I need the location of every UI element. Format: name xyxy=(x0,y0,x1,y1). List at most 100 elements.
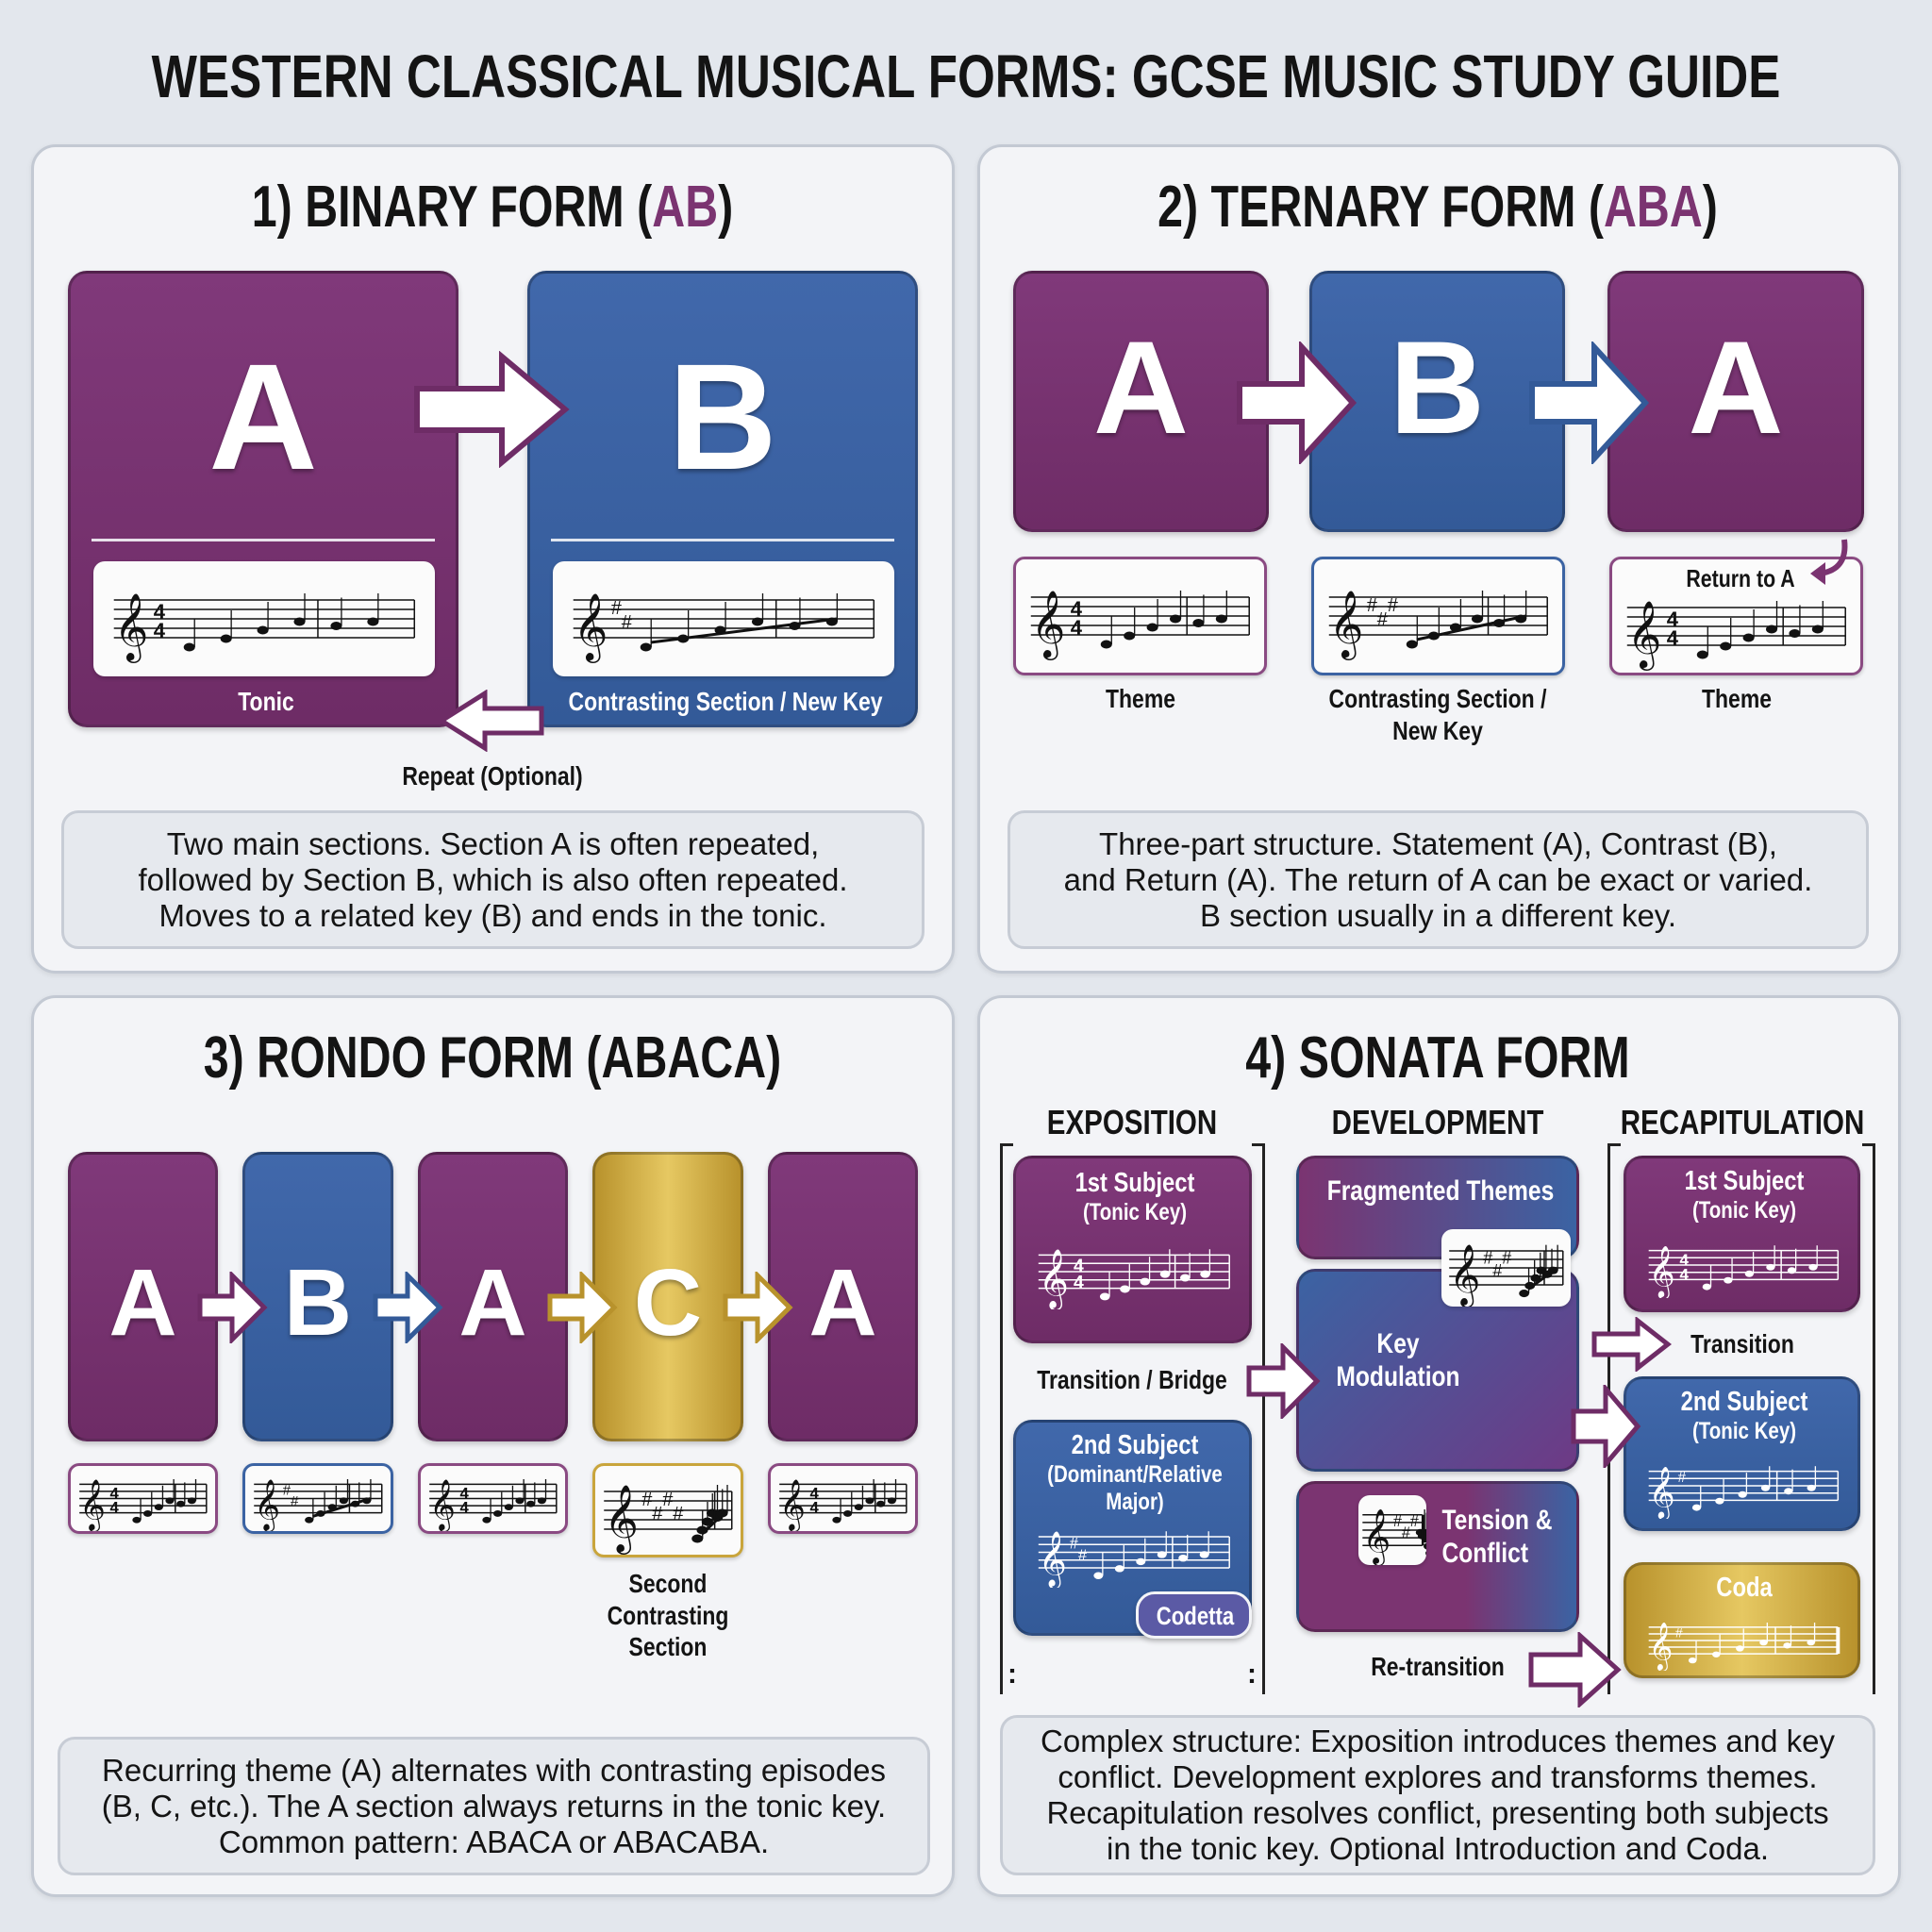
section-letter: B xyxy=(668,332,777,501)
staff-notation-graphic: 𝄞44 xyxy=(1648,1245,1840,1299)
arrow-right-icon xyxy=(547,1272,618,1343)
svg-text:𝄞: 𝄞 xyxy=(779,1479,806,1531)
staff-notation-graphic: 𝄞44 xyxy=(79,1479,208,1533)
staff-notation-graphic: 𝄞## xyxy=(574,591,875,663)
svg-text:4: 4 xyxy=(1667,626,1679,650)
ternary-description: Three-part structure. Statement (A), Con… xyxy=(1008,810,1869,949)
svg-text:4: 4 xyxy=(460,1499,470,1517)
svg-text:4: 4 xyxy=(1071,597,1083,621)
arrow-right-icon xyxy=(1528,1632,1622,1707)
svg-text:#: # xyxy=(1367,595,1378,616)
svg-text:4: 4 xyxy=(460,1485,470,1503)
arrow-right-icon xyxy=(723,1272,793,1343)
svg-text:#: # xyxy=(662,1490,674,1510)
section-c-box: C xyxy=(592,1152,743,1441)
staff-notation-graphic: 𝄞### xyxy=(1362,1508,1436,1567)
repeat-bracket xyxy=(1000,1143,1265,1694)
music-staff-icon: 𝄞## xyxy=(1025,1517,1242,1589)
staff-notation-graphic: 𝄞44 xyxy=(1626,599,1846,671)
svg-text:#: # xyxy=(1377,609,1389,630)
repeat-sign-start: : xyxy=(1008,1658,1017,1690)
svg-text:#: # xyxy=(1410,1513,1419,1530)
svg-text:#: # xyxy=(1483,1248,1492,1267)
svg-text:𝄞: 𝄞 xyxy=(1031,589,1066,660)
staff-notation-graphic: 𝄞### xyxy=(1449,1244,1564,1307)
page-title: WESTERN CLASSICAL MUSICAL FORMS: GCSE MU… xyxy=(151,42,1781,110)
svg-text:4: 4 xyxy=(110,1485,120,1503)
section-b-box: B 𝄞## Contrasting Section / New Key xyxy=(527,271,918,727)
svg-text:𝄞: 𝄞 xyxy=(254,1479,280,1531)
music-staff-icon: 𝄞## xyxy=(553,561,894,676)
staff-notation-graphic: 𝄞### xyxy=(1328,589,1548,660)
section-label: Theme xyxy=(1701,684,1773,713)
svg-text:𝄞: 𝄞 xyxy=(1649,1245,1675,1298)
development-heading: DEVELOPMENT xyxy=(1331,1103,1544,1141)
return-to-a-label: Return to A xyxy=(1686,564,1795,592)
svg-text:4: 4 xyxy=(1071,616,1083,640)
music-staff-icon: 𝄞## xyxy=(242,1463,393,1534)
arrow-right-icon xyxy=(414,351,570,468)
section-label: Contrasting Section / New Key xyxy=(568,687,883,716)
section-label: Tonic xyxy=(238,687,294,716)
svg-text:𝄞: 𝄞 xyxy=(1039,1248,1069,1309)
svg-text:#: # xyxy=(1677,1470,1686,1486)
svg-text:4: 4 xyxy=(154,619,166,642)
music-staff-icon: 𝄞### xyxy=(1311,557,1565,675)
svg-text:4: 4 xyxy=(1667,608,1679,631)
binary-description: Two main sections. Section A is often re… xyxy=(61,810,924,949)
staff-notation-graphic: 𝄞44 xyxy=(429,1479,558,1533)
section-a-box: A xyxy=(768,1152,918,1441)
arrow-right-icon xyxy=(1237,341,1357,464)
svg-text:𝄞: 𝄞 xyxy=(1362,1508,1391,1565)
section-b-box: B xyxy=(242,1152,393,1441)
music-staff-icon: 𝄞### xyxy=(1358,1495,1436,1567)
repeat-arrow-icon xyxy=(438,690,544,752)
transition-label: Transition xyxy=(1690,1329,1794,1358)
staff-notation-graphic: 𝄞44 xyxy=(779,1479,908,1533)
svg-text:𝄞: 𝄞 xyxy=(1627,599,1662,671)
svg-text:#: # xyxy=(283,1483,291,1499)
svg-text:𝄞: 𝄞 xyxy=(574,591,608,663)
svg-text:#: # xyxy=(641,1490,653,1510)
arrow-right-icon xyxy=(1591,1317,1672,1372)
svg-text:#: # xyxy=(1492,1261,1502,1280)
svg-text:𝄞: 𝄞 xyxy=(1449,1244,1480,1307)
svg-text:#: # xyxy=(673,1504,684,1524)
svg-text:#: # xyxy=(1393,1513,1402,1530)
svg-text:#: # xyxy=(622,612,633,633)
sonata-title: 4) SONATA FORM xyxy=(1245,1025,1630,1091)
coda-box: Coda 𝄞# xyxy=(1624,1562,1860,1678)
exposition-heading: EXPOSITION xyxy=(1046,1103,1218,1141)
rondo-description: Recurring theme (A) alternates with cont… xyxy=(58,1737,930,1875)
svg-text:𝄞: 𝄞 xyxy=(114,591,149,663)
svg-text:4: 4 xyxy=(110,1499,120,1517)
staff-notation-graphic: 𝄞# xyxy=(1648,1466,1840,1520)
svg-text:#: # xyxy=(1502,1248,1511,1267)
staff-notation-graphic: 𝄞# xyxy=(1648,1622,1840,1672)
svg-text:#: # xyxy=(1675,1624,1683,1640)
retransition-label: Re-transition xyxy=(1371,1652,1505,1681)
svg-text:#: # xyxy=(291,1493,299,1509)
svg-text:#: # xyxy=(652,1504,663,1524)
arrow-right-icon xyxy=(1246,1343,1321,1419)
arrow-right-icon xyxy=(1529,341,1650,464)
section-a-box: A xyxy=(1013,271,1269,532)
music-staff-icon: 𝄞# xyxy=(1636,1610,1851,1672)
svg-text:#: # xyxy=(1078,1547,1088,1564)
repeat-sign-end: : xyxy=(1247,1658,1257,1690)
svg-text:4: 4 xyxy=(810,1499,820,1517)
svg-text:𝄞: 𝄞 xyxy=(1039,1531,1067,1588)
staff-notation-graphic: 𝄞## xyxy=(1038,1531,1230,1589)
bridge-label: Transition / Bridge xyxy=(1037,1365,1227,1394)
section-letter: A xyxy=(208,332,318,501)
svg-text:4: 4 xyxy=(1074,1256,1084,1276)
